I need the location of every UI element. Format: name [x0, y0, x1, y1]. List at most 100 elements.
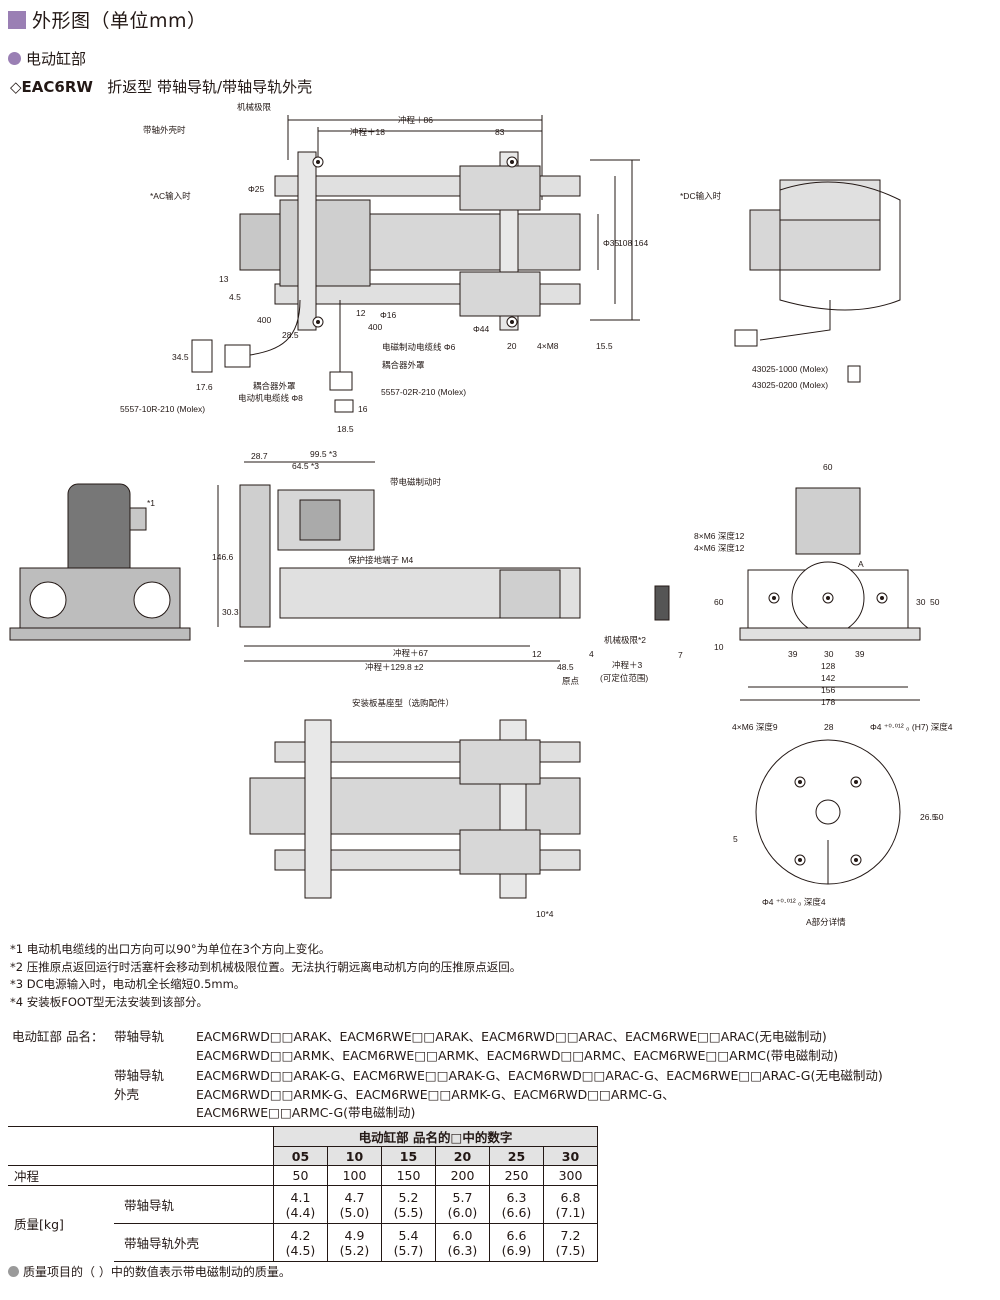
dim-text: 400 [257, 315, 271, 325]
dim-text: 15.5 [596, 341, 613, 351]
dim-text: 18.5 [337, 424, 354, 434]
dim-text: 7 [678, 650, 683, 660]
front-view [739, 487, 921, 701]
title-text: 外形图（单位mm） [32, 10, 207, 32]
bottom-view [249, 719, 581, 899]
dim-text: A部分详情 [806, 917, 846, 927]
dim-text: 128 [821, 661, 835, 671]
table-cell: 100 [327, 1165, 382, 1186]
dim-text: 39 [788, 649, 798, 659]
bullet-dot-icon [8, 52, 21, 65]
dim-text: 28.7 [251, 451, 268, 461]
dim-text: 108 [618, 238, 632, 248]
dim-text: 4×M6 深度12 [694, 543, 745, 553]
table-cell: 6.3(6.6) [489, 1185, 544, 1224]
dim-text: 13 [219, 274, 229, 284]
dim-text: 26.5 [920, 812, 937, 822]
top-view [191, 115, 640, 413]
table-header: 电动缸部 品名的□中的数字 [273, 1126, 598, 1147]
footnote-text: 质量项目的（ ）中的数值表示带电磁制动的质量。 [23, 1265, 291, 1279]
side-view [217, 461, 670, 662]
dim-text: 43025-1000 (Molex) [752, 364, 828, 374]
page-title: 外形图（单位mm） [8, 6, 207, 33]
table-cell: 6.6(6.9) [489, 1223, 544, 1262]
dim-text: 28.5 [282, 330, 299, 340]
dim-text: 电磁制动电缆线 Φ6 [382, 342, 456, 352]
dim-text: 164 [634, 238, 648, 248]
dim-text: 34.5 [172, 352, 189, 362]
detail-a [755, 739, 901, 885]
row-label: 质量[kg] [8, 1185, 114, 1262]
dim-text: 142 [821, 673, 835, 683]
group2-label: 带轴导轨 [114, 1068, 165, 1083]
section-heading: 电动缸部 [8, 48, 86, 69]
table-cell: 300 [543, 1165, 598, 1186]
group2-line: EACM6RWD□□ARAK-G、EACM6RWE□□ARAK-G、EACM6R… [196, 1068, 883, 1083]
table-cell: 25 [489, 1146, 544, 1166]
dim-text: 30 [916, 597, 926, 607]
product-names: 电动缸部 品名： 带轴导轨 EACM6RWD□□ARAK、EACM6RWE□□A… [12, 1028, 883, 1123]
dim-text: 原点 [562, 676, 580, 686]
dim-text: 冲程＋3 [612, 660, 643, 670]
group1-line: EACM6RWD□□ARMK、EACM6RWE□□ARMK、EACM6RWD□□… [196, 1047, 839, 1063]
model-heading: ◇EAC6RW 折返型 带轴导轨/带轴导轨外壳 [10, 76, 312, 97]
dim-text: 安装板基座型（选购配件） [352, 698, 454, 708]
dim-text: 17.6 [196, 382, 213, 392]
dim-text: 5557-02R-210 (Molex) [381, 387, 466, 397]
dim-text: 30.3 [222, 607, 239, 617]
dim-text: 16 [358, 404, 368, 414]
dim-text: 4 [589, 649, 594, 659]
dim-text: Φ35 [603, 238, 620, 248]
dim-text: 39 [855, 649, 865, 659]
dim-text: 10*4 [536, 909, 554, 919]
table-cell: 4.2(4.5) [273, 1223, 328, 1262]
table-cell: 250 [489, 1165, 544, 1186]
dim-text: 4×M6 深度9 [732, 722, 778, 732]
table-cell: 15 [381, 1146, 436, 1166]
dim-text: 5557-10R-210 (Molex) [120, 404, 205, 414]
dim-text: 4.5 [229, 292, 241, 302]
group2-line: EACM6RWE□□ARMC-G(带电磁制动) [196, 1105, 416, 1120]
dim-text: A [858, 559, 864, 569]
dim-text: 48.5 [557, 662, 574, 672]
dim-text: 冲程＋86 [398, 115, 433, 125]
title-swatch [8, 10, 26, 29]
table-row: 质量[kg] 带轴导轨 4.1(4.4) 4.7(5.0) 5.2(5.5) 5… [8, 1185, 598, 1262]
dim-text: 60 [714, 597, 724, 607]
note-item: *2 压推原点返回运行时活塞杆会移动到机械极限位置。无法执行朝远离电动机方向的压… [10, 959, 522, 974]
table-cell: 5.2(5.5) [381, 1185, 436, 1224]
table-cell: 150 [381, 1165, 436, 1186]
table-cell: 4.7(5.0) [327, 1185, 382, 1224]
dim-text: *DC输入时 [680, 191, 722, 201]
dim-text: 146.6 [212, 552, 234, 562]
row-label: 冲程 [8, 1165, 274, 1186]
dim-text: 50 [930, 597, 940, 607]
dim-text: 机械极限*2 [604, 635, 646, 645]
group1-line: EACM6RWD□□ARAK、EACM6RWE□□ARAK、EACM6RWD□□… [196, 1029, 827, 1044]
dim-text: 机械极限 [237, 102, 272, 112]
dim-text: 耦合器外罩 [382, 360, 425, 370]
note-item: *1 电动机电缆线的出口方向可以90°为单位在3个方向上变化。 [10, 942, 331, 956]
footnote: 质量项目的（ ）中的数值表示带电磁制动的质量。 [8, 1263, 291, 1280]
row-sublabel: 带轴导轨外壳 [114, 1223, 274, 1262]
dim-text: 43025-0200 (Molex) [752, 380, 828, 390]
dim-text: 64.5 *3 [292, 461, 319, 471]
dim-text: (可定位范围) [600, 673, 648, 683]
dim-text: 冲程＋129.8 ±2 [365, 662, 424, 672]
table-row: 05 10 15 20 25 30 [8, 1146, 598, 1166]
table-cell: 50 [273, 1165, 328, 1186]
dim-text: 12 [356, 308, 366, 318]
dim-text: Φ4 ⁺⁰·⁰¹² ₀ 深度4 [762, 897, 826, 907]
dim-text: 冲程＋67 [393, 648, 428, 658]
table-cell: 05 [273, 1146, 328, 1166]
dim-text: 30 [824, 649, 834, 659]
mass-table: 电动缸部 品名的□中的数字 05 10 15 20 25 30 冲程 50 10… [8, 1126, 598, 1262]
dim-text: 60 [823, 462, 833, 472]
dim-text: 5 [733, 834, 738, 844]
dim-text: 12 [532, 649, 542, 659]
table-cell: 7.2(7.5) [543, 1223, 598, 1262]
table-cell: 4.9(5.2) [327, 1223, 382, 1262]
dim-text: 20 [507, 341, 517, 351]
notes-list: *1 电动机电缆线的出口方向可以90°为单位在3个方向上变化。 *2 压推原点返… [10, 941, 521, 1011]
table-cell: 20 [435, 1146, 490, 1166]
